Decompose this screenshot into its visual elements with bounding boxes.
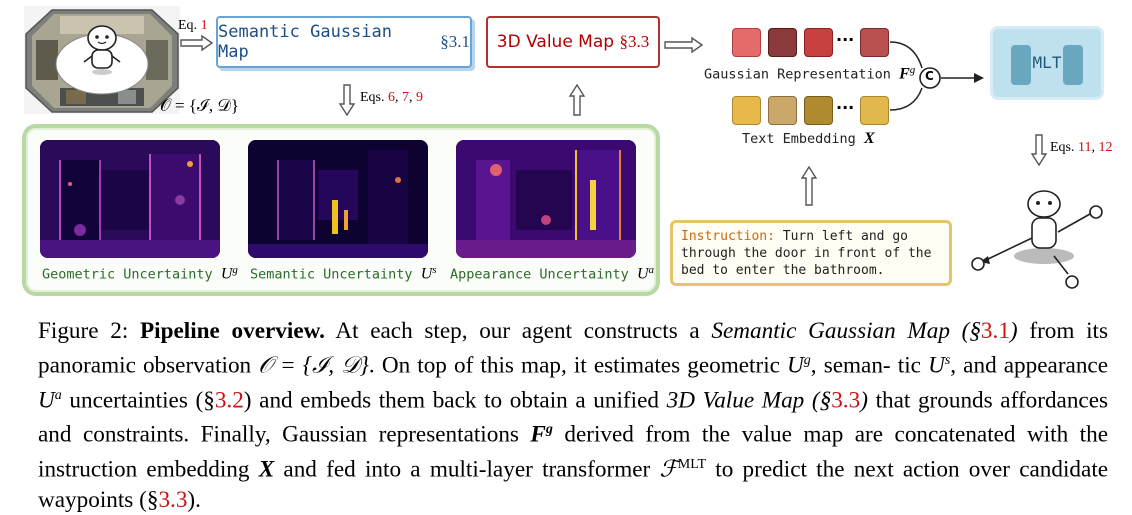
gaussian-token xyxy=(732,28,761,57)
caption-title: Pipeline overview. xyxy=(139,318,325,344)
gaussian-representation-label: Gaussian Representation Fg xyxy=(704,64,916,83)
text-token xyxy=(860,96,889,125)
eqs-mid-label: Eqs. 6, 7, 9 xyxy=(360,90,423,105)
arrow-up-icon xyxy=(568,84,586,116)
arrow-right-icon xyxy=(180,34,214,52)
instruction-box: Instruction: Turn left and go through th… xyxy=(670,220,952,286)
semantic-uncertainty-heatmap xyxy=(248,140,428,258)
semantic-uncertainty-label: Semantic Uncertainty Us xyxy=(250,264,437,283)
robot-icon xyxy=(1027,190,1061,249)
arrow-up-icon xyxy=(800,166,818,206)
text-token xyxy=(804,96,833,125)
gaussian-token xyxy=(804,28,833,57)
geometric-uncertainty-heatmap xyxy=(40,140,220,258)
figure-caption: Figure 2: Pipeline overview. At each ste… xyxy=(38,318,1109,513)
text-embedding-label: Text Embedding X xyxy=(742,130,875,147)
arrow-right-icon xyxy=(664,36,704,54)
value-map-box: 3D Value Map §3.3 xyxy=(486,16,660,68)
concat-connector xyxy=(889,41,984,111)
waypoint-robot-illustration xyxy=(971,190,1103,289)
mlt-block: MLT xyxy=(990,26,1104,100)
panorama-illustration xyxy=(24,6,180,114)
uncertainty-panel: Geometric Uncertainty Ug Semantic Uncert… xyxy=(22,124,660,296)
gaussian-token xyxy=(860,28,889,57)
text-token xyxy=(768,96,797,125)
eq1-label: Eq. 1 xyxy=(178,18,208,33)
eqs-right-label: Eqs. 11, 12 xyxy=(1050,140,1113,155)
concat-icon: C xyxy=(925,69,934,83)
figure-number: Figure 2: xyxy=(38,318,129,344)
arrow-down-icon xyxy=(1030,134,1048,166)
arrow-down-icon xyxy=(338,84,356,116)
text-token xyxy=(732,96,761,125)
appearance-uncertainty-label: Appearance Uncertainty Ua xyxy=(450,264,655,283)
observation-formula: 𝒪 = {ℐ, 𝒟} xyxy=(160,96,240,115)
ellipsis: ··· xyxy=(836,30,855,49)
robot-icon xyxy=(83,25,121,75)
appearance-uncertainty-heatmap xyxy=(456,140,636,258)
ellipsis: ··· xyxy=(836,98,855,117)
semantic-gaussian-map-box: Semantic Gaussian Map §3.1 xyxy=(216,16,472,68)
geometric-uncertainty-label: Geometric Uncertainty Ug xyxy=(42,264,238,283)
mlt-label: MLT xyxy=(1032,53,1062,72)
gaussian-token xyxy=(768,28,797,57)
